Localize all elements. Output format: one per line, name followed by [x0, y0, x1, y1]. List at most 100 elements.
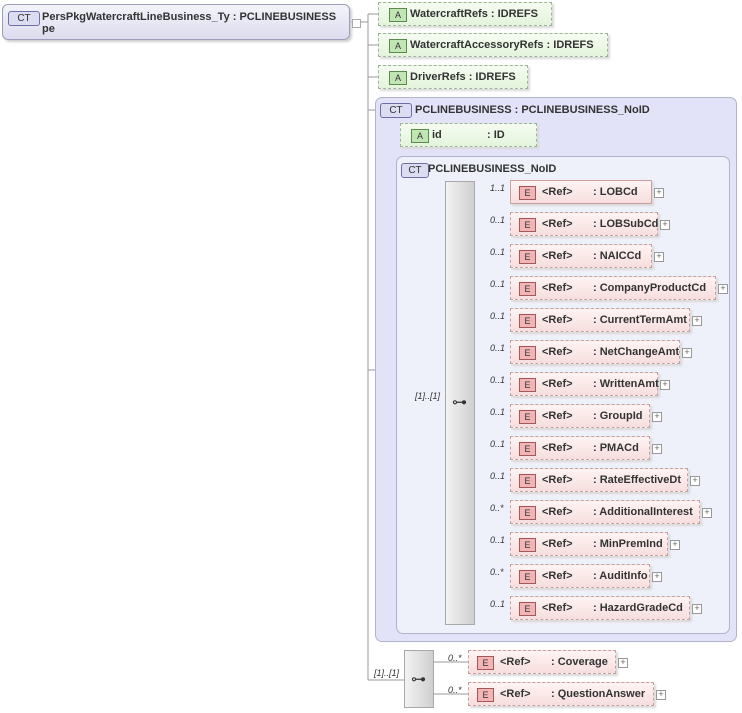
element-icon: E [519, 250, 536, 264]
complex-type-label: PCLINEBUSINESS : PCLINEBUSINESS_NoID [415, 104, 650, 116]
expand-icon[interactable]: + [652, 572, 662, 582]
attribute-watercraft-accessory-refs[interactable]: A WatercraftAccessoryRefs : IDREFS [378, 33, 608, 57]
element-ref: <Ref> [542, 474, 573, 486]
expand-icon[interactable]: + [690, 476, 700, 486]
element-ref: <Ref> [542, 506, 573, 518]
element-ref: <Ref> [542, 442, 573, 454]
element-ref: <Ref> [542, 314, 573, 326]
element-node[interactable]: E <Ref> : PMACd [510, 436, 650, 460]
root-complex-type[interactable]: CT PersPkgWatercraftLineBusiness_Ty : PC… [2, 4, 350, 40]
element-node[interactable]: E<Ref>: AdditionalInterest [510, 500, 700, 524]
expand-icon[interactable]: + [654, 252, 664, 262]
element-name: : PMACd [593, 442, 639, 454]
attribute-driver-refs[interactable]: A DriverRefs : IDREFS [378, 65, 528, 89]
attribute-label: DriverRefs : IDREFS [410, 71, 516, 83]
sequence-cardinality: [1]..[1] [415, 391, 441, 401]
element-name: : NetChangeAmt [593, 346, 680, 358]
expand-icon[interactable]: + [660, 380, 670, 390]
expand-icon[interactable]: + [670, 540, 680, 550]
attribute-icon: A [389, 8, 407, 22]
sequence-compositor[interactable]: ⊶ [445, 181, 475, 625]
element-name: : HazardGradeCd [593, 602, 683, 614]
element-node[interactable]: E<Ref>: MinPremInd [510, 532, 668, 556]
element-cardinality: 0..1 [490, 535, 506, 545]
element-cardinality: 0..1 [490, 343, 506, 353]
element-icon: E [519, 442, 536, 456]
attribute-type: : ID [487, 129, 505, 141]
element-name: : WrittenAmt [593, 378, 659, 390]
element-node[interactable]: E<Ref>: GroupId [510, 404, 650, 428]
expand-icon[interactable]: + [692, 604, 702, 614]
element-cardinality: 0..* [490, 503, 504, 513]
element-cardinality: 0..1 [490, 247, 506, 257]
expand-icon[interactable]: + [692, 316, 702, 326]
element-ref: <Ref> [542, 602, 573, 614]
root-name-line2: pe [42, 23, 55, 35]
element-ref: <Ref> [542, 218, 573, 230]
expand-icon[interactable]: + [652, 444, 662, 454]
element-name: : AuditInfo [593, 570, 648, 582]
element-node[interactable]: E<Ref>: WrittenAmt [510, 372, 659, 396]
expand-icon[interactable]: + [656, 690, 666, 700]
expand-icon[interactable]: + [702, 508, 712, 518]
element-node[interactable]: E<Ref>: AuditInfo [510, 564, 650, 588]
element-cardinality: 0..* [490, 567, 504, 577]
element-cardinality: 0..1 [490, 375, 506, 385]
element-node[interactable]: E <Ref> : NetChangeAmt [510, 340, 680, 364]
element-icon: E [519, 538, 536, 552]
element-icon: E [477, 688, 494, 702]
element-ref: <Ref> [542, 282, 573, 294]
attribute-id[interactable]: A id : ID [400, 123, 537, 147]
element-icon: E [519, 602, 536, 616]
expand-icon[interactable]: + [618, 658, 628, 668]
expand-icon[interactable]: + [654, 188, 664, 198]
element-ref: <Ref> [542, 570, 573, 582]
element-node[interactable]: E<Ref>: LOBCd [510, 180, 652, 204]
element-icon: E [519, 218, 536, 232]
complex-type-icon: CT [380, 103, 412, 118]
element-ref: <Ref> [542, 250, 573, 262]
complex-type-icon: CT [8, 11, 40, 26]
element-icon: E [519, 314, 536, 328]
attribute-icon: A [411, 129, 429, 143]
expand-icon[interactable]: + [682, 348, 692, 358]
element-node[interactable]: E <Ref> : CurrentTermAmt [510, 308, 690, 332]
element-icon: E [519, 506, 536, 520]
element-ref: <Ref> [542, 346, 573, 358]
expand-icon[interactable]: + [652, 412, 662, 422]
element-ref: <Ref> [542, 538, 573, 550]
root-type-name: PersPkgWatercraftLineBusiness_Ty : PCLIN… [42, 11, 348, 35]
element-name: : LOBCd [593, 186, 638, 198]
expand-icon[interactable]: + [718, 284, 728, 294]
element-name: : GroupId [593, 410, 643, 422]
element-cardinality: 1..1 [490, 183, 506, 193]
element-cardinality: 0..1 [490, 279, 506, 289]
element-icon: E [477, 656, 494, 670]
element-node[interactable]: E <Ref> : HazardGradeCd [510, 596, 690, 620]
element-node[interactable]: E<Ref>: CompanyProductCd [510, 276, 716, 300]
element-name: : CurrentTermAmt [593, 314, 687, 326]
element-name: : QuestionAnswer [551, 688, 646, 700]
attribute-label: WatercraftAccessoryRefs : IDREFS [410, 39, 594, 51]
collapse-toggle[interactable] [352, 19, 361, 28]
element-icon: E [519, 378, 536, 392]
element-node[interactable]: E<Ref>: LOBSubCd [510, 212, 658, 236]
expand-icon[interactable]: + [660, 220, 670, 230]
element-node[interactable]: E<Ref>: RateEffectiveDt [510, 468, 688, 492]
element-cardinality: 0..* [448, 653, 462, 663]
complex-type-label: PCLINEBUSINESS_NoID [428, 163, 557, 175]
element-node[interactable]: E <Ref> : QuestionAnswer [468, 682, 654, 706]
element-icon: E [519, 346, 536, 360]
bottom-sequence-cardinality: [1]..[1] [374, 668, 400, 678]
element-cardinality: 0..1 [490, 311, 506, 321]
attribute-icon: A [389, 39, 407, 53]
sequence-icon: ⊶ [411, 671, 426, 688]
element-node[interactable]: E<Ref>: Coverage [468, 650, 616, 674]
element-ref: <Ref> [500, 688, 531, 700]
element-node[interactable]: E<Ref>: NAICCd [510, 244, 652, 268]
element-ref: <Ref> [542, 410, 573, 422]
attribute-watercraft-refs[interactable]: A WatercraftRefs : IDREFS [378, 2, 552, 26]
attribute-icon: A [389, 71, 407, 85]
bottom-sequence-compositor[interactable]: ⊶ [404, 650, 434, 708]
element-cardinality: 0..1 [490, 599, 506, 609]
